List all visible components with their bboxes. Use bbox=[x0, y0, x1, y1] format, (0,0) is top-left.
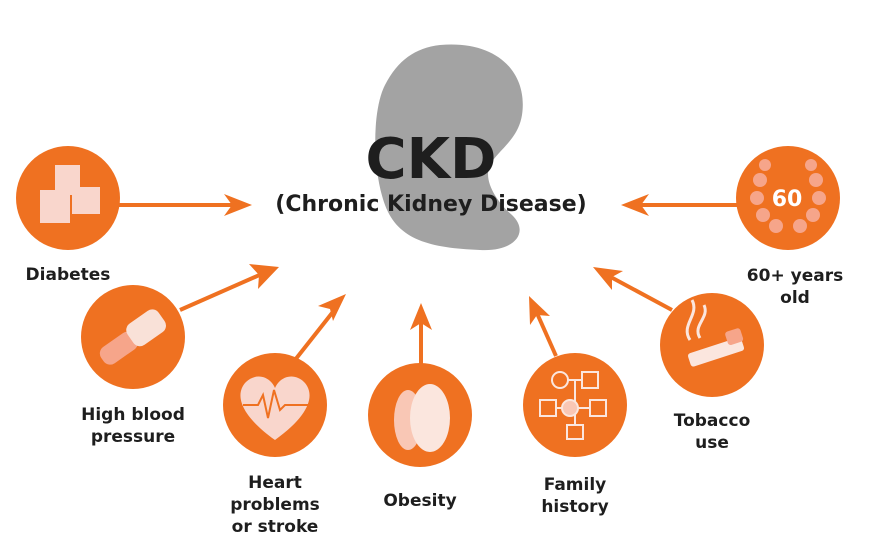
laurel-60-icon bbox=[750, 159, 826, 233]
risk-high-blood-pressure: High blood pressure bbox=[81, 285, 185, 447]
arrow-tobacco bbox=[606, 273, 673, 312]
arrow-family bbox=[534, 310, 558, 357]
kidney-shape bbox=[375, 44, 523, 251]
label-use: use bbox=[695, 433, 729, 453]
risk-diabetes: Diabetes bbox=[16, 146, 120, 285]
risk-tobacco: Tobacco use bbox=[660, 293, 764, 453]
arrow-blood-pressure bbox=[179, 271, 265, 312]
risk-age: 60 60+ years old bbox=[736, 146, 843, 308]
arrowhead-icon bbox=[621, 194, 649, 216]
risk-obesity: Obesity bbox=[368, 363, 472, 511]
label-history: history bbox=[541, 497, 608, 517]
heart-ecg-icon bbox=[240, 376, 310, 440]
arrowhead-icon bbox=[224, 194, 252, 216]
label-pressure: pressure bbox=[91, 427, 175, 447]
label-or-stroke: or stroke bbox=[232, 517, 319, 537]
arrowhead-icon bbox=[249, 264, 279, 289]
page-title: CKD bbox=[366, 127, 497, 192]
body-silhouette-icon bbox=[394, 384, 450, 452]
label-tobacco: Tobacco bbox=[674, 411, 751, 431]
age-badge-text: 60 bbox=[772, 187, 803, 212]
arrowhead-icon bbox=[410, 303, 432, 330]
label-60-years: 60+ years bbox=[747, 266, 843, 286]
risk-family-history: Family history bbox=[523, 353, 627, 517]
page-subtitle: (Chronic Kidney Disease) bbox=[275, 192, 586, 217]
label-high-blood: High blood bbox=[81, 405, 185, 425]
label-old: old bbox=[780, 288, 810, 308]
arrow-heart bbox=[293, 306, 338, 362]
label-problems: problems bbox=[230, 495, 320, 515]
label-diabetes: Diabetes bbox=[26, 265, 111, 285]
label-heart: Heart bbox=[248, 473, 302, 493]
blood-pressure-cuff-icon bbox=[99, 309, 166, 365]
family-tree-icon bbox=[539, 371, 607, 440]
cigarette-icon bbox=[685, 299, 745, 367]
risk-heart: Heart problems or stroke bbox=[223, 353, 327, 537]
sugar-cubes-icon bbox=[40, 165, 100, 223]
arrowhead-icon bbox=[593, 267, 623, 290]
label-family: Family bbox=[544, 475, 607, 495]
arrowhead-icon bbox=[318, 294, 346, 321]
label-obesity: Obesity bbox=[383, 491, 456, 511]
arrowhead-icon bbox=[529, 296, 550, 325]
arrows bbox=[118, 194, 738, 365]
